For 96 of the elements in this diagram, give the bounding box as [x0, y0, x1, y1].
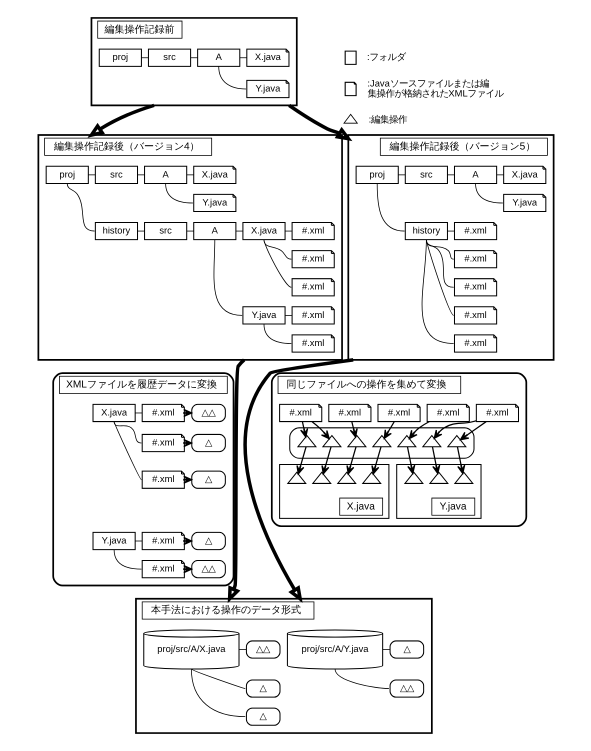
legend-label: :Javaソースファイルまたは編集操作が格納されたXMLファイル	[366, 78, 504, 98]
node-triangle	[286, 472, 306, 484]
node-triangle	[361, 472, 382, 484]
connector	[164, 183, 193, 204]
connector	[88, 174, 96, 176]
connector	[186, 230, 194, 232]
arrow	[296, 446, 306, 475]
node-box: △	[190, 434, 226, 452]
arrow	[242, 358, 353, 603]
connector	[263, 239, 292, 288]
node-box: △	[190, 532, 226, 550]
node-box: history	[94, 222, 138, 240]
connector	[446, 174, 454, 176]
connector	[446, 230, 454, 232]
connector	[421, 239, 454, 344]
node-triangle	[453, 472, 474, 484]
connector	[376, 183, 404, 232]
connector	[397, 174, 405, 176]
arrow	[459, 421, 486, 440]
node-triangle	[346, 434, 366, 448]
connector	[263, 324, 292, 344]
arrow	[408, 421, 430, 440]
connector	[136, 230, 144, 232]
connector	[425, 239, 454, 288]
connector	[134, 412, 142, 414]
node-triangle	[371, 434, 392, 448]
connector	[235, 230, 243, 232]
connector	[186, 174, 194, 176]
legend-label: :フォルダ	[366, 52, 406, 62]
node-triangle	[336, 472, 356, 484]
node-triangle	[421, 434, 442, 448]
connector	[134, 540, 142, 542]
connector	[190, 668, 246, 718]
node-triangle	[321, 434, 342, 448]
arrow	[288, 104, 352, 142]
connector	[263, 239, 292, 260]
connector	[66, 183, 94, 232]
node-box: src	[94, 166, 138, 184]
node-box: X.java	[242, 222, 286, 240]
node-triangle	[446, 434, 466, 448]
node-triangle	[428, 472, 448, 484]
connector	[474, 183, 503, 204]
arrow	[300, 422, 308, 438]
node-box: X.java	[92, 404, 136, 422]
node-box: △△	[389, 679, 424, 698]
node-box: A	[196, 48, 240, 67]
node-box: A	[453, 166, 497, 184]
node-triangle	[396, 434, 416, 448]
node-box: △	[245, 708, 280, 726]
connector	[284, 315, 292, 316]
node-box: proj	[98, 48, 142, 67]
node-box: △	[190, 470, 226, 489]
node-triangle	[296, 434, 316, 448]
node-triangle	[403, 472, 424, 484]
node-box: △△	[190, 560, 226, 578]
connector	[136, 174, 144, 176]
connector	[113, 421, 142, 444]
node-box: src	[404, 166, 448, 184]
node-box: history	[404, 222, 448, 240]
arrow	[383, 422, 394, 439]
arrow	[320, 446, 332, 475]
connector	[496, 174, 504, 176]
connector	[113, 549, 142, 570]
node-box: proj	[355, 166, 398, 184]
node-box: △	[389, 640, 424, 659]
node-box: △△	[190, 404, 226, 422]
node-box: src	[147, 48, 191, 67]
node-box: Y.java	[242, 306, 286, 324]
arrow	[346, 446, 356, 475]
arrow	[311, 421, 330, 440]
legend-label: :編集操作	[368, 114, 407, 125]
node-box: A	[144, 166, 187, 184]
node-box: A	[192, 222, 236, 240]
node-box: proj	[45, 166, 88, 184]
node-box: △△	[245, 640, 280, 659]
connector	[334, 668, 389, 689]
node-box: Y.java	[92, 532, 136, 550]
node-box: src	[144, 222, 187, 240]
connector	[218, 66, 246, 90]
arrow	[433, 420, 476, 439]
arrow	[456, 446, 465, 474]
arrow	[370, 446, 382, 475]
connector	[190, 668, 246, 689]
connector	[113, 421, 142, 480]
connector	[238, 649, 246, 650]
arrow	[431, 446, 440, 474]
node-box: △	[245, 679, 280, 698]
connector	[284, 230, 292, 232]
arrow	[87, 104, 154, 138]
arrow	[349, 422, 358, 438]
connector	[213, 239, 242, 316]
arrow	[227, 358, 245, 604]
connector	[425, 239, 454, 316]
node-triangle	[311, 472, 332, 484]
arrow	[406, 446, 415, 474]
connector	[382, 649, 390, 650]
